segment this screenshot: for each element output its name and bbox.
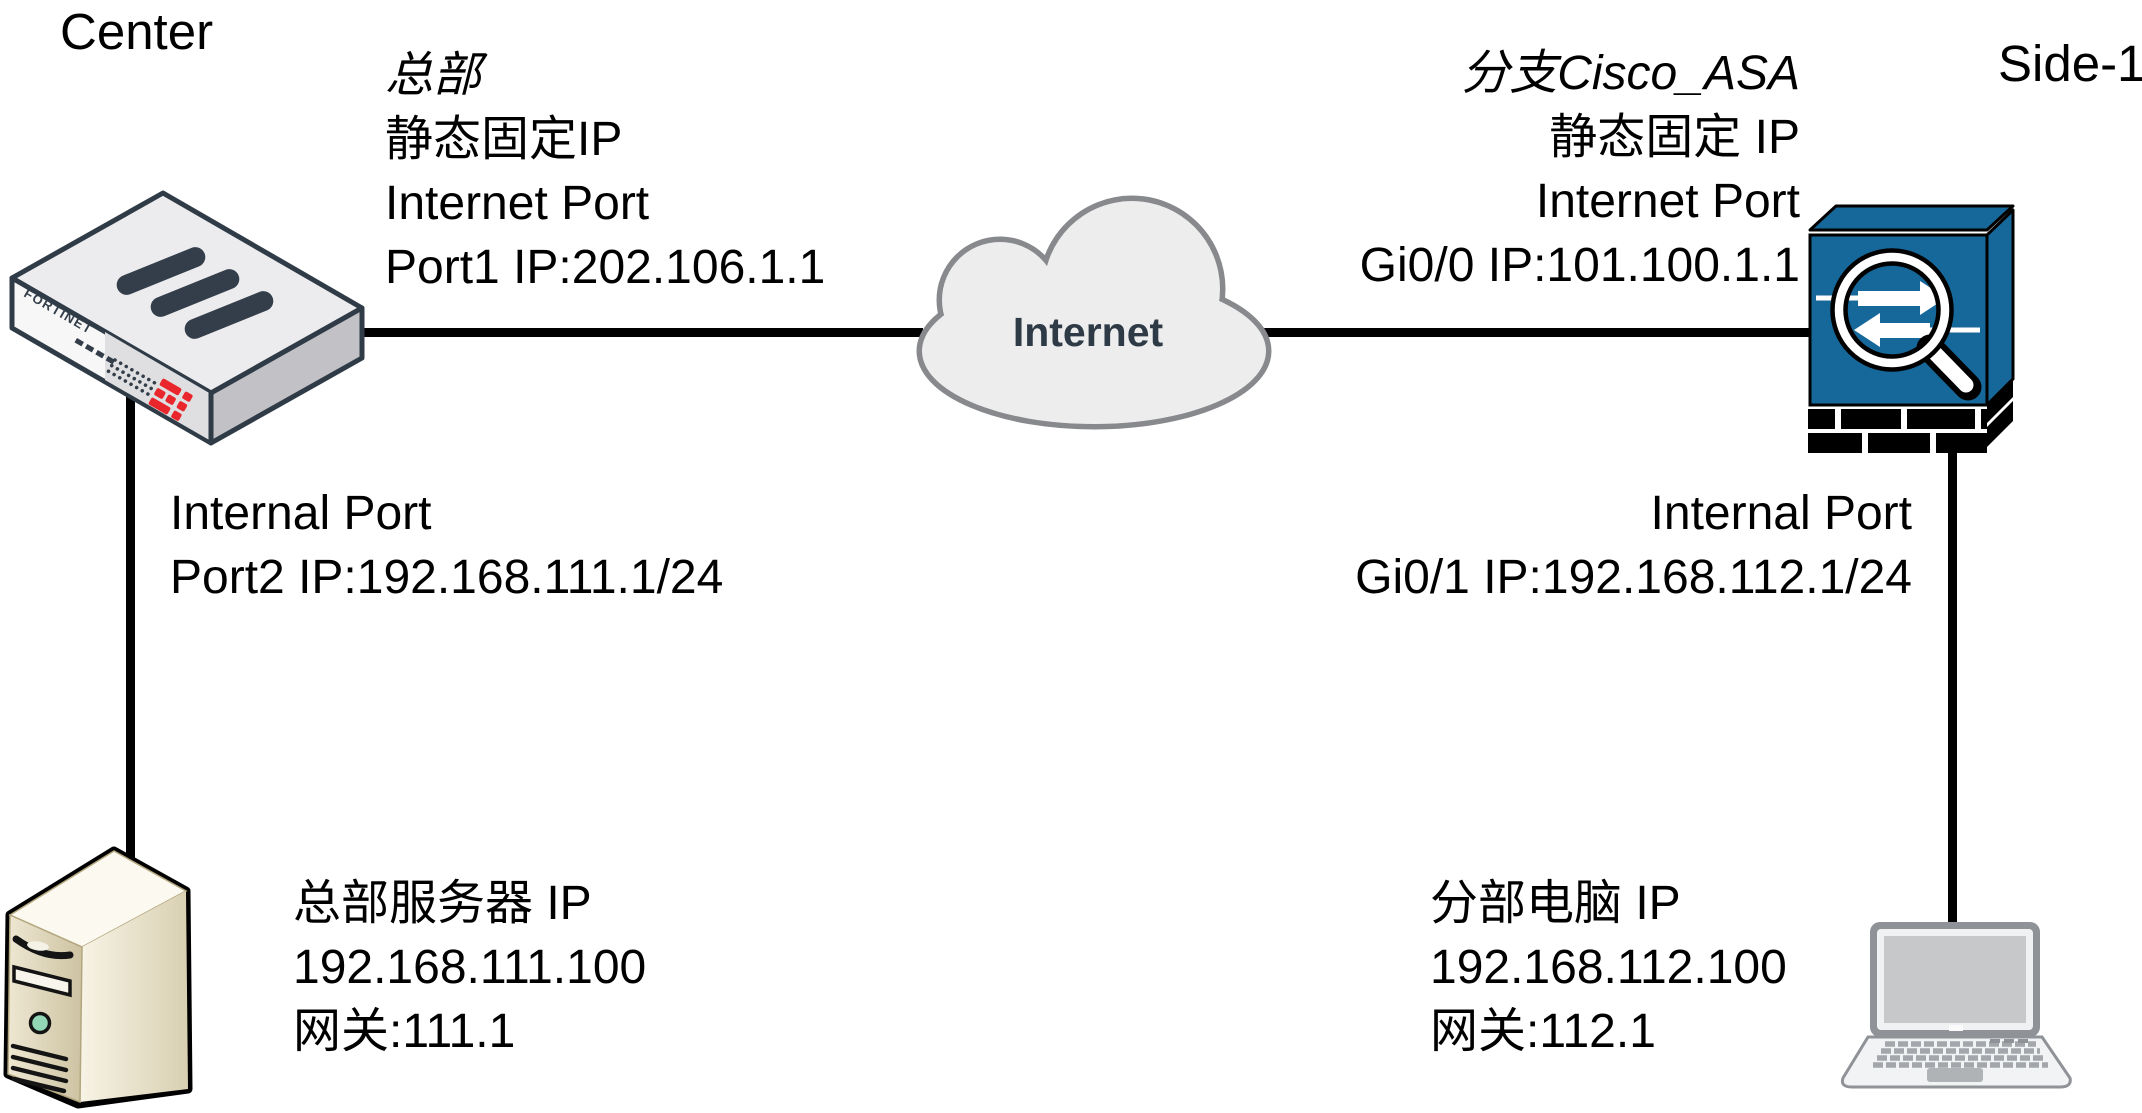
cisco-asa-firewall-icon [1808,204,2015,472]
server-icon [3,846,193,1109]
center-lan-label: Internal Port Port2 IP:192.168.111.1/24 [170,482,723,610]
center-host-line: 192.168.111.100 [293,941,647,994]
branch-wan-line: Gi0/0 IP:101.100.1.1 [1359,239,1800,292]
internet-cloud-icon: Internet [916,195,1272,430]
server-vents [10,1043,69,1094]
center-lan-line: Internal Port [170,487,432,540]
center-wan-label: 总部 静态固定IP Internet Port Port1 IP:202.106… [385,44,825,300]
branch-lan-line: Gi0/1 IP:192.168.112.1/24 [1355,551,1912,604]
center-site-label: Center [60,3,214,60]
laptop-keyboard [1873,1041,2048,1068]
branch-lan-line: Internal Port [1650,487,1912,540]
branch-wan-label: 分支Cisco_ASA 静态固定 IP Internet Port Gi0/0 … [1360,42,1800,298]
lan-link-center-firewall-to-server [126,368,135,862]
fortinet-logo-grid [148,378,193,421]
branch-host-line: 192.168.112.100 [1430,941,1787,994]
lan-link-branch-firewall-to-laptop [1948,448,1957,928]
laptop-icon [1840,922,2072,1089]
branch-host-label: 分部电脑 IP 192.168.112.100 网关:112.1 [1430,872,1787,1064]
branch-wan-line: 静态固定 IP [1549,111,1800,164]
branch-wan-line: Internet Port [1535,175,1800,228]
internet-cloud-label: Internet [1013,309,1164,355]
center-lan-line: Port2 IP:192.168.111.1/24 [170,551,724,604]
center-wan-line: 总部 [385,49,482,102]
branch-site-label: Side-1 [1998,35,2142,92]
fortinet-firewall-icon: FORTINET [9,190,365,446]
wan-link-internet-to-branch [1262,328,1812,337]
center-host-label: 总部服务器 IP 192.168.111.100 网关:111.1 [293,872,646,1064]
center-host-line: 总部服务器 IP [293,877,592,930]
branch-wan-line: 分支Cisco_ASA [1461,47,1800,100]
firewall-brick-base [1808,377,2013,453]
center-host-line: 网关:111.1 [293,1005,516,1058]
branch-host-line: 分部电脑 IP [1430,877,1681,930]
center-wan-line: 静态固定IP [385,113,623,166]
center-wan-line: Port1 IP:202.106.1.1 [385,241,826,294]
branch-lan-label: Internal Port Gi0/1 IP:192.168.112.1/24 [1355,482,1912,610]
branch-host-line: 网关:112.1 [1430,1005,1656,1058]
center-wan-line: Internet Port [385,177,650,230]
wan-link-center-to-internet [363,328,923,337]
